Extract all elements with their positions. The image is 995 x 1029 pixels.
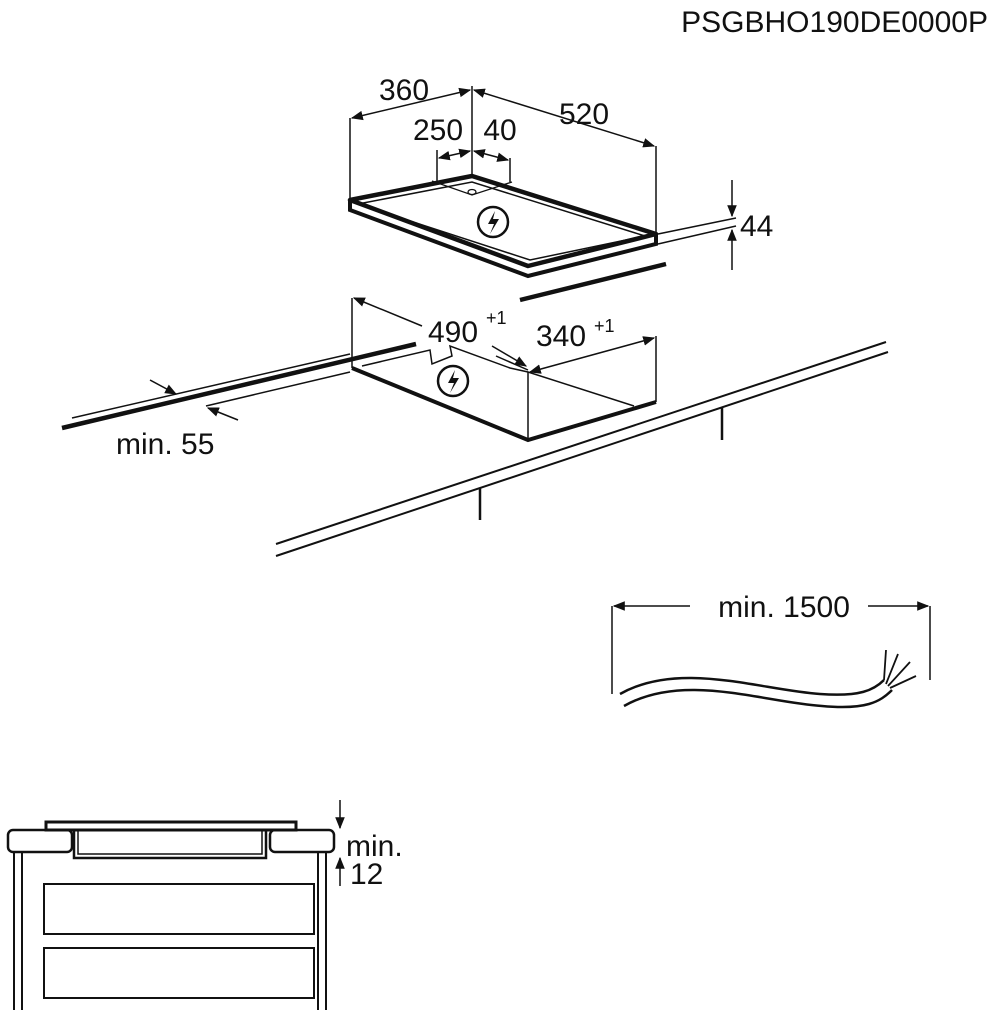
- hob-glass-inset: [355, 181, 648, 261]
- cutout-depth-label: 490: [428, 316, 478, 349]
- cutout-inner-rim: [361, 344, 635, 407]
- worktop-back-edge-1: [275, 341, 887, 545]
- edge-distance-label: min. 55: [116, 428, 214, 461]
- hob-width-label: 360: [379, 74, 429, 107]
- cutout-electric-hazard-icon: [436, 364, 470, 398]
- worktop-top-line: [71, 353, 351, 419]
- section-drawer-2: [43, 947, 315, 999]
- section-illustration: [6, 800, 345, 1010]
- section-hob-body: [72, 830, 268, 860]
- section-drawer-1: [43, 883, 315, 935]
- cutout-depth-tolerance: +1: [486, 308, 507, 328]
- cutout-front-edge: [351, 366, 657, 443]
- hob-glass-top: [347, 173, 659, 269]
- cutout-rim-step: [495, 355, 529, 371]
- hob-offset-left-label: 250: [413, 114, 463, 147]
- cable-length-label: min. 1500: [718, 591, 850, 624]
- cable-sheath-bottom: [623, 688, 893, 709]
- hob-depth-label: 520: [559, 98, 609, 131]
- section-worktop-left: [6, 828, 74, 854]
- section-worktop-right: [268, 828, 336, 854]
- hob-electric-hazard-icon: [476, 205, 510, 239]
- cutout-dimensions: [149, 297, 656, 421]
- clearance-label-line2: 12: [350, 858, 383, 891]
- worktop-front-edge: [61, 341, 417, 431]
- cable-illustration: [611, 601, 931, 709]
- cable-sheath-top: [619, 676, 885, 696]
- clearance-label-line1: min.: [346, 830, 403, 863]
- hob-offset-right-label: 40: [483, 114, 516, 147]
- hob-edge: [348, 200, 658, 279]
- hob-underside-edge: [519, 261, 667, 303]
- section-hob-body-inner: [77, 830, 263, 855]
- hob-illustration: [347, 173, 667, 303]
- document-code: PSGBHO190DE0000P: [681, 6, 988, 39]
- hob-centre-point: [467, 188, 477, 196]
- cutout-width-tolerance: +1: [594, 316, 615, 336]
- worktop-illustration: [61, 298, 889, 557]
- cutout-width-label: 340: [536, 320, 586, 353]
- hob-dimensions: [349, 86, 737, 270]
- worktop-back-edge-2: [275, 351, 889, 557]
- cable-wires: [883, 649, 917, 689]
- hob-height-label: 44: [740, 210, 773, 243]
- section-hob-glass: [44, 820, 298, 832]
